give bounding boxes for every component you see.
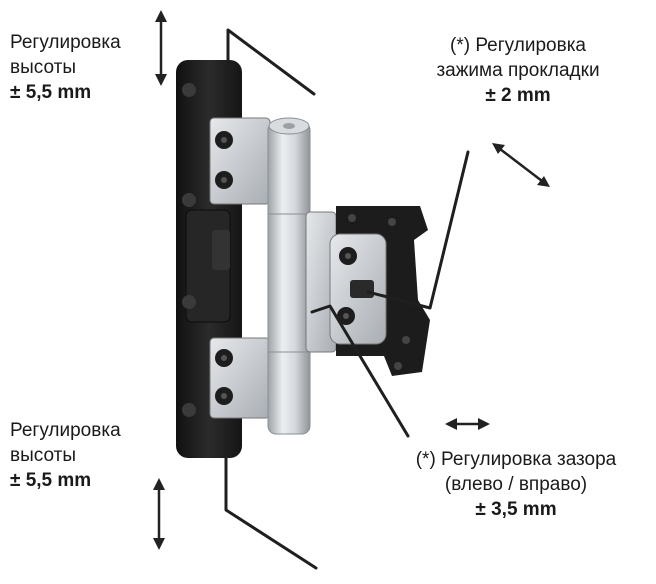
bottom-left-height-label: Регулировка высоты ± 5,5 mm [10,418,121,493]
bottom-right-label-value: ± 3,5 mm [475,499,557,520]
hex-key-icon [366,150,470,310]
top-left-label-value: ± 5,5 mm [10,82,92,103]
bottom-right-label-line2: (влево / вправо) [444,474,588,495]
top-right-label-line2: зажима прокладки [436,60,600,81]
bottom-left-label-line2: высоты [10,445,76,466]
top-right-label-value: ± 2 mm [485,85,551,106]
bottom-left-label-value: ± 5,5 mm [10,470,92,491]
bottom-left-label-line1: Регулировка [10,420,121,441]
top-left-label-line2: высоты [10,57,76,78]
double-arrow-vertical-icon [155,10,167,86]
hex-key-icon [224,453,318,570]
double-arrow-diagonal-icon [492,143,550,187]
upper-hinge-leaf [209,117,271,205]
top-right-label-line1: (*) Регулировка [450,35,586,56]
double-arrow-vertical-icon [153,478,165,550]
lower-hinge-leaf [209,337,271,419]
bottom-right-label-line1: (*) Регулировка зазора [415,449,617,470]
top-left-label-line1: Регулировка [10,32,121,53]
sash-adjustment-block [305,206,430,376]
hinge-pin-barrel [267,117,311,435]
hex-key-icon [310,304,410,438]
double-arrow-horizontal-icon [445,418,490,430]
top-right-clamp-label: (*) Регулировка зажима прокладки ± 2 mm [400,33,636,108]
top-left-height-label: Регулировка высоты ± 5,5 mm [10,30,121,105]
bottom-right-gap-label: (*) Регулировка зазора (влево / вправо) … [388,447,644,522]
